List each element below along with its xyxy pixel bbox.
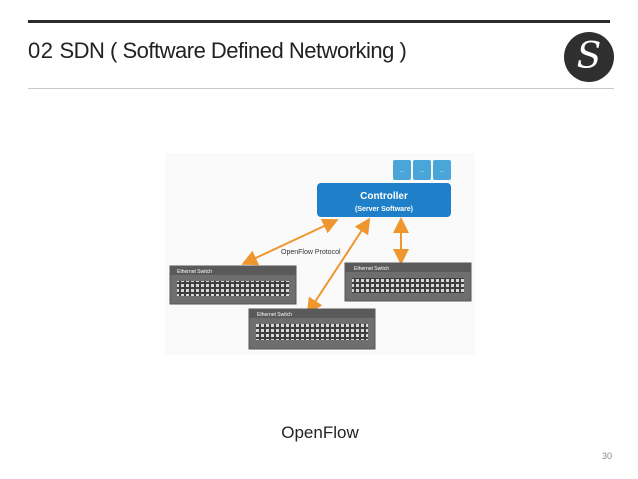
logo-letter: S [576,36,602,77]
svg-text:...: ... [400,168,404,174]
app-box: ... [433,160,451,180]
ethernet-switch: Ethernet Switch [169,265,297,305]
controller-title: Controller [360,191,408,202]
ethernet-switch: Ethernet Switch [344,262,472,302]
svg-text:Ethernet Switch: Ethernet Switch [257,312,292,318]
controller-subtitle: (Server Software) [355,206,413,213]
page-number: 30 [601,451,612,461]
svg-text:...: ... [440,168,444,174]
openflow-protocol-label: OpenFlow Protocol [281,249,341,256]
section-number: 02 [28,38,54,63]
svg-text:Ethernet Switch: Ethernet Switch [354,266,389,272]
title-underline [28,88,614,89]
app-box: ... [413,160,431,180]
title-text: SDN ( Software Defined Networking ) [59,38,407,63]
diagram-caption: OpenFlow [281,423,359,442]
sdn-openflow-diagram: ... ... ... Controller (Server Software)… [165,153,475,355]
s-logo-icon: S [564,32,614,82]
ethernet-switch: Ethernet Switch [248,308,376,350]
app-box: ... [393,160,411,180]
svg-text:Ethernet Switch: Ethernet Switch [177,269,212,275]
openflow-arrow-center [306,217,371,315]
controller-box: Controller (Server Software) [317,183,451,217]
top-divider [28,20,610,23]
svg-text:...: ... [420,168,424,174]
